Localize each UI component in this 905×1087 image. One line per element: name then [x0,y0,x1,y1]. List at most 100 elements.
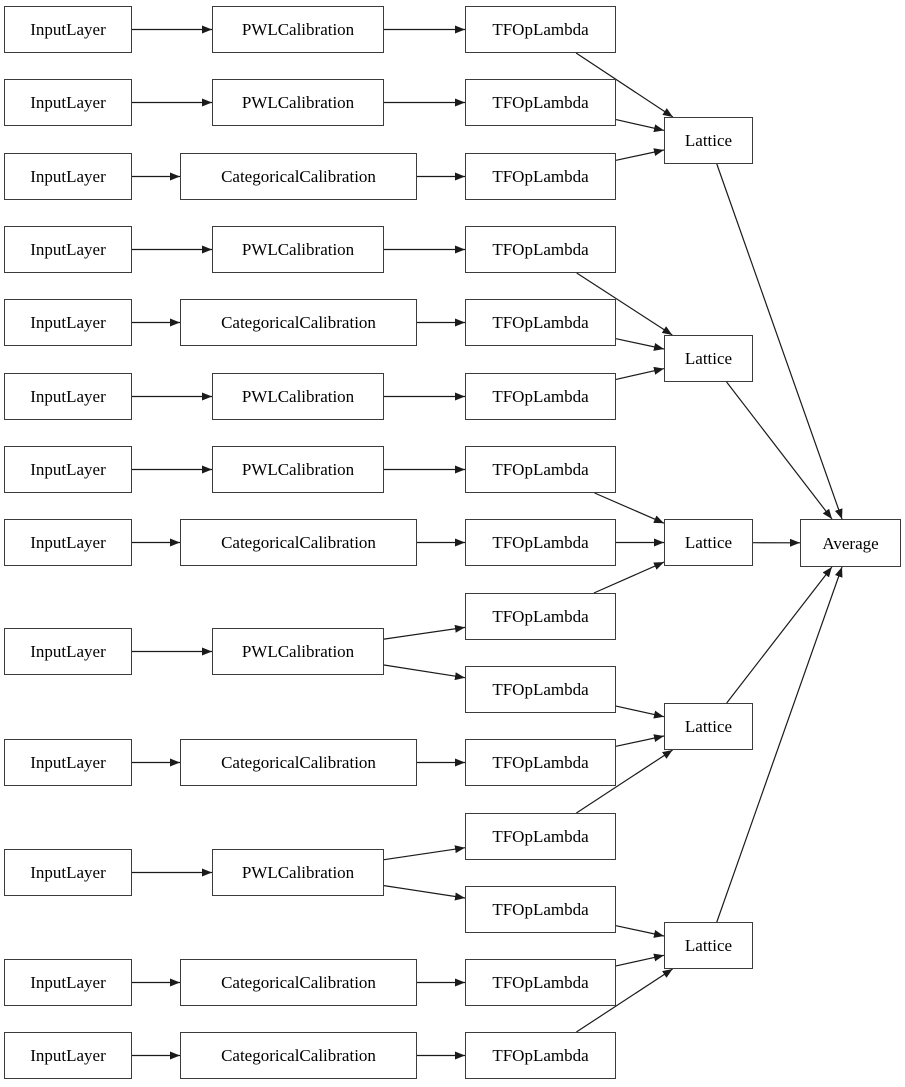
node-in4: InputLayer [4,226,132,273]
node-tf1: TFOpLambda [465,6,616,53]
node-label: CategoricalCalibration [221,167,376,186]
node-label: InputLayer [30,460,106,479]
node-cal12: CategoricalCalibration [180,959,417,1006]
node-cal2: PWLCalibration [212,79,384,126]
edge-cal9-tf9a [383,624,466,640]
node-label: Lattice [684,936,733,955]
node-lat2: Lattice [664,335,753,382]
edge-tf9a-lat3 [593,561,665,594]
node-label: Lattice [684,349,733,368]
node-in12: InputLayer [4,959,132,1006]
node-cal3: CategoricalCalibration [180,153,417,200]
node-label: InputLayer [30,1046,106,1065]
node-in1: InputLayer [4,6,132,53]
edge-tf6-lat2 [615,366,665,380]
node-label: TFOpLambda [492,753,589,772]
node-tf8: TFOpLambda [465,519,616,566]
node-lat4: Lattice [664,703,753,750]
edges-group [132,25,843,1060]
node-cal6: PWLCalibration [212,373,384,420]
node-in13: InputLayer [4,1032,132,1079]
node-label: PWLCalibration [241,460,355,479]
node-label: PWLCalibration [241,863,355,882]
node-tf5: TFOpLambda [465,299,616,346]
node-label: Lattice [684,717,733,736]
node-in11: InputLayer [4,849,132,896]
node-tf3: TFOpLambda [465,153,616,200]
edge-tf2-lat1 [615,119,665,133]
node-cal5: CategoricalCalibration [180,299,417,346]
node-label: InputLayer [30,20,106,39]
edge-tf1-lat1 [575,52,674,118]
node-label: InputLayer [30,240,106,259]
node-in10: InputLayer [4,739,132,786]
node-label: InputLayer [30,642,106,661]
node-label: PWLCalibration [241,387,355,406]
node-label: InputLayer [30,533,106,552]
node-avg: Average [800,519,901,567]
node-label: TFOpLambda [492,680,589,699]
edge-lat4-avg [726,566,833,704]
node-in2: InputLayer [4,79,132,126]
node-label: InputLayer [30,973,106,992]
node-in5: InputLayer [4,299,132,346]
node-tf12: TFOpLambda [465,959,616,1006]
node-label: InputLayer [30,387,106,406]
node-label: CategoricalCalibration [221,313,376,332]
node-label: TFOpLambda [492,93,589,112]
node-in9: InputLayer [4,628,132,675]
node-cal13: CategoricalCalibration [180,1032,417,1079]
edge-tf13-lat5 [576,968,673,1033]
node-label: CategoricalCalibration [221,973,376,992]
edge-tf11a-lat4 [576,749,673,814]
node-tf4: TFOpLambda [465,226,616,273]
node-label: Lattice [684,131,733,150]
edge-tf10-lat4 [615,734,665,747]
node-lat3: Lattice [664,519,753,566]
node-in7: InputLayer [4,446,132,493]
edge-tf12-lat5 [615,953,665,967]
edge-cal11-tf11a [383,845,466,861]
node-tf11a: TFOpLambda [465,813,616,860]
node-label: TFOpLambda [492,20,589,39]
node-tf11b: TFOpLambda [465,886,616,933]
node-label: TFOpLambda [492,1046,589,1065]
node-label: TFOpLambda [492,973,589,992]
node-label: PWLCalibration [241,240,355,259]
node-tf9a: TFOpLambda [465,593,616,640]
node-lat5: Lattice [664,922,753,969]
node-label: PWLCalibration [241,642,355,661]
node-tf10: TFOpLambda [465,739,616,786]
edge-tf7-lat3 [594,492,665,524]
node-label: CategoricalCalibration [221,753,376,772]
node-cal7: PWLCalibration [212,446,384,493]
edge-tf11b-lat5 [615,925,665,938]
node-label: InputLayer [30,167,106,186]
node-label: TFOpLambda [492,533,589,552]
edge-tf9b-lat4 [615,705,665,719]
node-in6: InputLayer [4,373,132,420]
edge-cal9-tf9b [383,664,466,681]
node-label: TFOpLambda [492,313,589,332]
node-label: TFOpLambda [492,460,589,479]
node-label: TFOpLambda [492,827,589,846]
node-tf9b: TFOpLambda [465,666,616,713]
edge-tf5-lat2 [615,338,665,351]
edge-lat2-avg [726,381,833,520]
node-cal4: PWLCalibration [212,226,384,273]
node-label: Average [822,533,879,553]
node-label: TFOpLambda [492,240,589,259]
node-label: TFOpLambda [492,387,589,406]
node-label: InputLayer [30,863,106,882]
node-cal11: PWLCalibration [212,849,384,896]
node-tf7: TFOpLambda [465,446,616,493]
node-label: CategoricalCalibration [221,1046,376,1065]
node-label: PWLCalibration [241,93,355,112]
node-label: PWLCalibration [241,20,355,39]
node-in3: InputLayer [4,153,132,200]
edge-lat1-avg [716,163,843,520]
node-label: TFOpLambda [492,607,589,626]
node-label: InputLayer [30,93,106,112]
